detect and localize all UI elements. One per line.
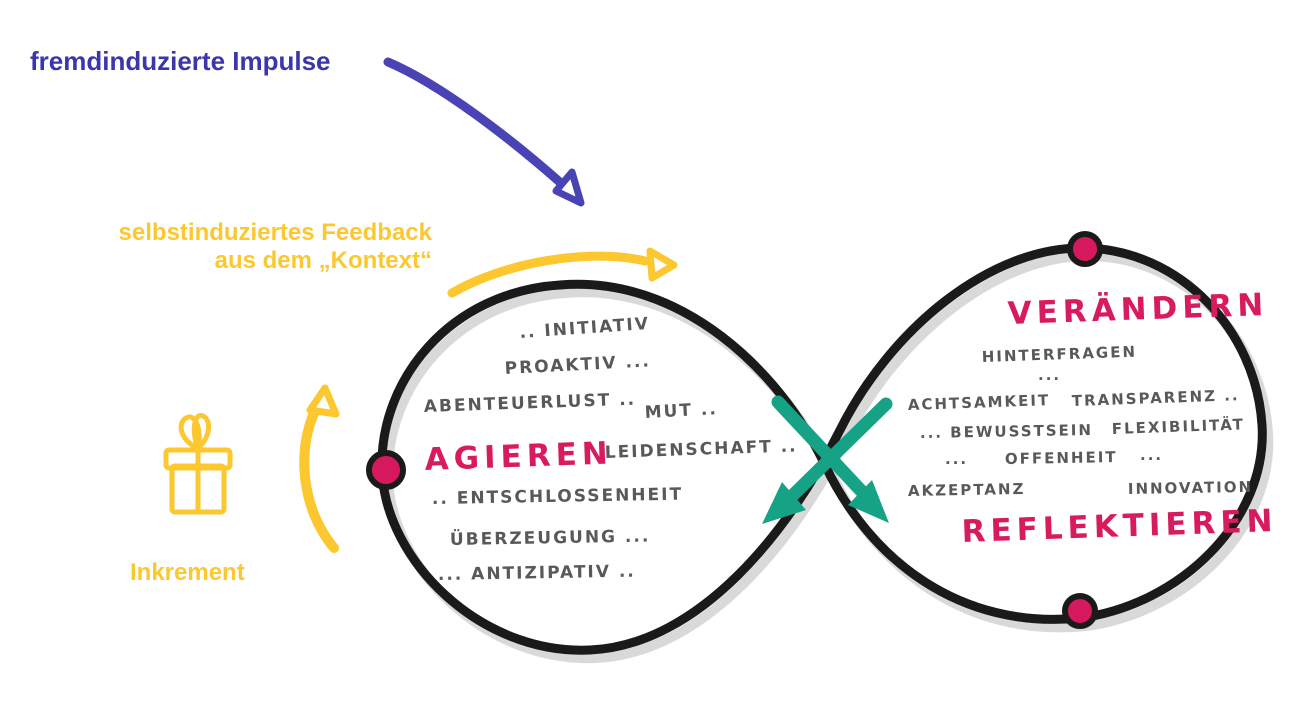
inkrement-arrow-shaft: [299, 397, 339, 553]
right-word-dots2: ...: [945, 450, 968, 468]
feedback-arrow-shaft: [447, 251, 650, 298]
left-word-mut: MUT ..: [644, 399, 718, 423]
inkrement-arrow-head: [306, 384, 340, 418]
right-word-innovation: INNOVATION: [1128, 478, 1253, 498]
left-loop-title: AGIEREN: [424, 435, 613, 478]
inkrement-label: Inkrement: [130, 559, 245, 586]
right-word-dots1: ...: [1038, 366, 1061, 384]
right-word-achtsamkeit: ACHTSAMKEIT: [908, 391, 1051, 414]
left-word-antizipativ: ... ANTIZIPATIV ..: [438, 562, 636, 585]
feedback-label-line1: selbstinduziertes Feedback: [119, 219, 433, 246]
feedback-arrow-head: [646, 247, 678, 282]
left-word-abenteuerlust: ABENTEUERLUST ..: [423, 390, 636, 417]
cross-arrow-left-shaft: [771, 395, 873, 503]
cross-arrow-right-head: [762, 482, 806, 524]
left-word-leidenschaft: LEIDENSCHAFT ..: [604, 436, 797, 463]
right-word-dots3: ...: [1140, 446, 1163, 464]
feedback-label-line2: aus dem „Kontext“: [215, 247, 432, 274]
right-word-bewusstsein: ... BEWUSSTSEIN: [920, 421, 1093, 442]
cross-arrow-right-shaft: [783, 397, 893, 505]
node-dot-bottom-right: [1062, 593, 1098, 629]
cross-arrow-left-head: [848, 480, 889, 523]
impulse-arrow-shaft: [383, 57, 567, 189]
node-dot-left: [366, 450, 406, 490]
impulse-label: fremdinduzierte Impulse: [30, 46, 331, 76]
right-word-offenheit: OFFENHEIT: [1005, 448, 1118, 468]
impulse-arrow-head: [552, 168, 585, 207]
gift-icon: [163, 413, 233, 515]
left-word-ueberzeugung: ÜBERZEUGUNG ...: [450, 525, 651, 550]
right-word-akzeptanz: AKZEPTANZ: [908, 480, 1026, 500]
right-word-hinterfragen: HINTERFRAGEN: [982, 343, 1138, 366]
right-word-transparenz: TRANSPARENZ ..: [1072, 386, 1240, 410]
right-word-flexibilitaet: FLEXIBILITÄT: [1111, 414, 1245, 438]
crossing-arrows: [762, 395, 893, 524]
left-word-proaktiv: PROAKTIV ...: [504, 351, 651, 379]
left-word-entschlossenheit: .. ENTSCHLOSSENHEIT: [432, 485, 684, 509]
left-word-initiativ: .. INITIATIV: [519, 314, 651, 343]
node-dot-top-right: [1067, 231, 1103, 267]
